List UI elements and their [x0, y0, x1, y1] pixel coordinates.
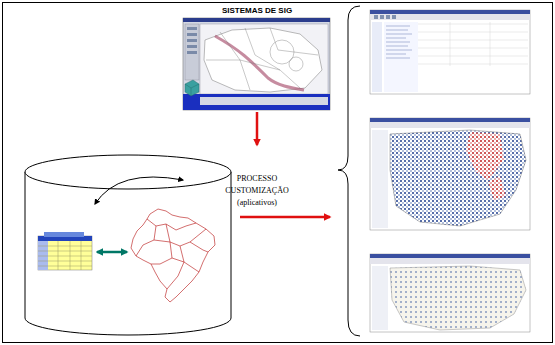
table-icon — [38, 232, 92, 270]
app-screenshot — [370, 118, 530, 230]
gis-screenshot — [183, 18, 330, 110]
app-screenshot — [370, 254, 530, 332]
sync-arrow — [95, 177, 183, 204]
app-screenshot — [370, 10, 530, 94]
database-cylinder — [25, 155, 231, 335]
brazil-map — [131, 209, 215, 302]
process-text: PROCESSO CUSTOMIZAÇÃO (aplicativos) — [219, 173, 295, 209]
heading: SISTEMAS DE SIG — [182, 6, 332, 16]
process-label: PROCESSO CUSTOMIZAÇÃO (aplicativos) — [219, 145, 295, 209]
link-arrow — [97, 251, 127, 254]
flow-arrow — [256, 112, 259, 145]
frame — [3, 3, 553, 343]
brace — [338, 6, 360, 336]
output-arrow — [240, 216, 330, 219]
gis-system: SISTEMAS DE SIG — [182, 6, 332, 112]
